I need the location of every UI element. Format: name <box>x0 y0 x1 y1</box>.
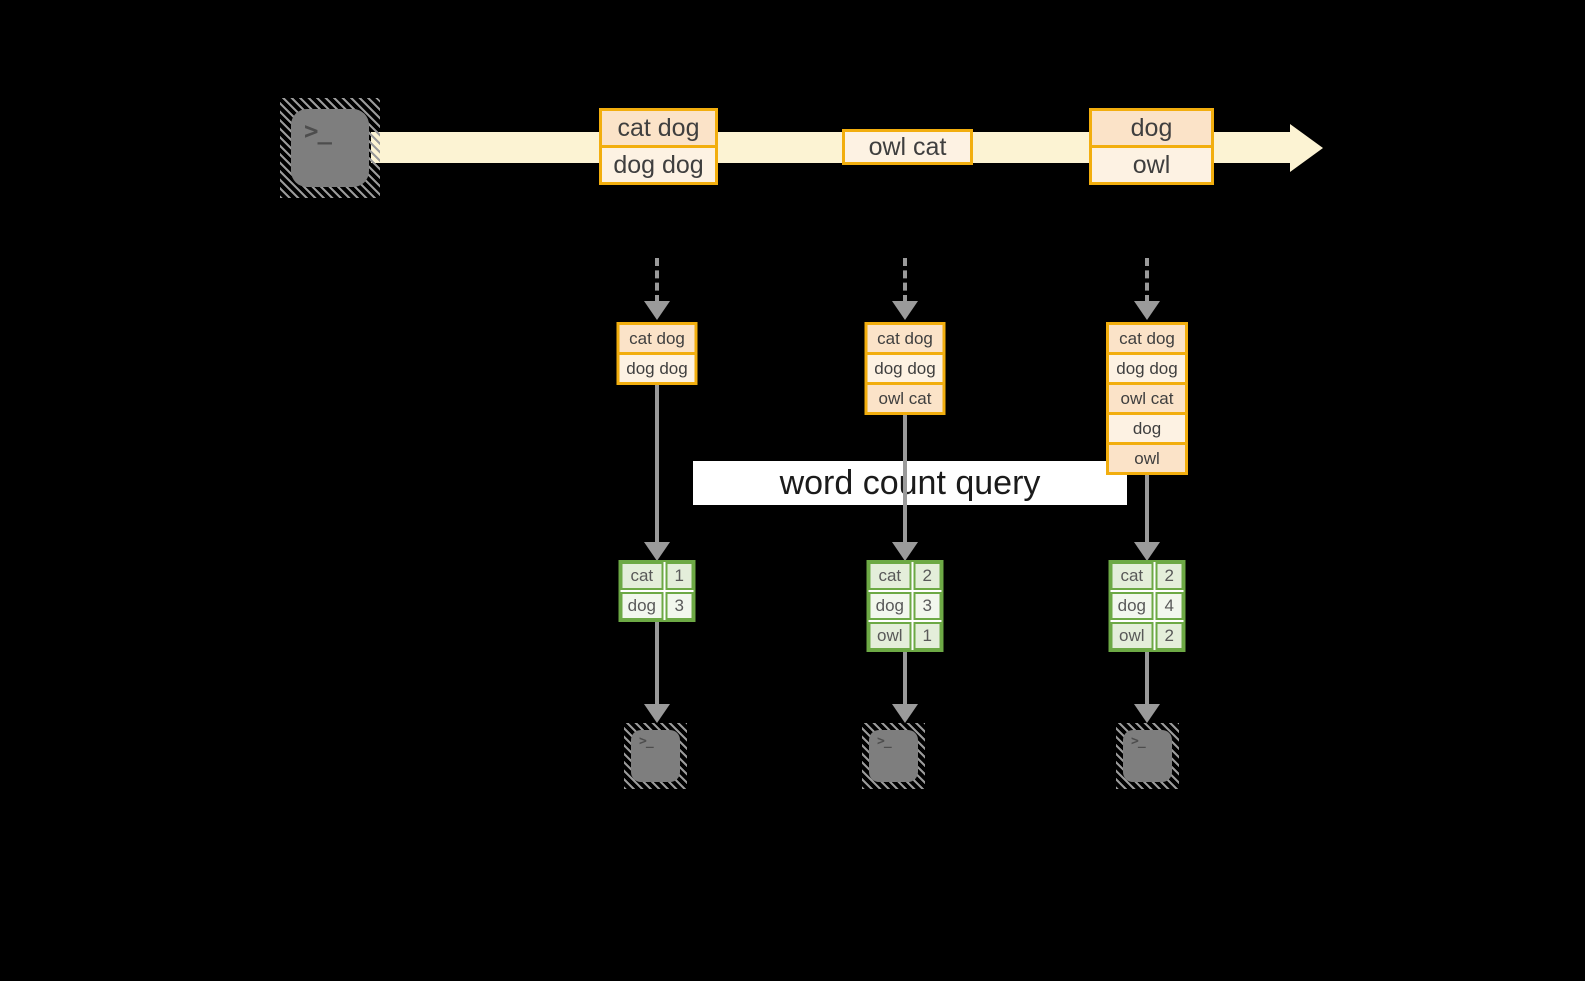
count-word-cell: dog <box>868 592 912 620</box>
dashed-arrowhead-icon <box>892 301 918 320</box>
table-row: dog 3 <box>620 592 694 620</box>
stream-message-box-1: cat dog dog dog <box>599 108 718 185</box>
sink-terminal-icon-2: >_ <box>862 723 925 789</box>
buffer-row: cat dog <box>1109 325 1185 352</box>
dashed-arrow-line <box>903 258 907 303</box>
message-row: owl <box>1092 145 1211 182</box>
table-row: cat 2 <box>868 562 942 590</box>
query-banner: word count query <box>693 461 1127 505</box>
buffer-stack-2: cat dog dog dog owl cat <box>864 322 946 415</box>
query-arrowhead-icon <box>892 542 918 561</box>
table-row: dog 3 <box>868 592 942 620</box>
query-arrow-line <box>903 415 907 544</box>
terminal-prompt-icon: >_ <box>1131 734 1146 749</box>
table-row: owl 1 <box>868 622 942 650</box>
terminal-body: >_ <box>291 109 369 187</box>
table-row: owl 2 <box>1110 622 1184 650</box>
table-row: cat 1 <box>620 562 694 590</box>
message-row: dog <box>1092 111 1211 145</box>
output-arrow-line <box>1145 652 1149 706</box>
buffer-row: owl cat <box>867 382 943 412</box>
output-arrow-line <box>903 652 907 706</box>
buffer-row: dog <box>1109 412 1185 442</box>
output-arrowhead-icon <box>892 704 918 723</box>
output-arrow-line <box>655 622 659 706</box>
count-table-2: cat 2 dog 3 owl 1 <box>866 560 944 652</box>
query-arrowhead-icon <box>644 542 670 561</box>
buffer-row: dog dog <box>619 352 695 382</box>
count-value-cell: 2 <box>1155 622 1184 650</box>
buffer-stack-3: cat dog dog dog owl cat dog owl <box>1106 322 1188 475</box>
count-word-cell: dog <box>620 592 664 620</box>
stream-message-box-2: owl cat <box>842 129 973 165</box>
count-value-cell: 3 <box>913 592 942 620</box>
table-row: dog 4 <box>1110 592 1184 620</box>
count-word-cell: cat <box>868 562 912 590</box>
dashed-arrowhead-icon <box>1134 301 1160 320</box>
terminal-prompt-icon: >_ <box>304 117 332 145</box>
count-word-cell: owl <box>1110 622 1154 650</box>
buffer-stack-1: cat dog dog dog <box>616 322 698 385</box>
buffer-row: owl <box>1109 442 1185 472</box>
buffer-row: dog dog <box>1109 352 1185 382</box>
count-value-cell: 2 <box>1155 562 1184 590</box>
sink-terminal-icon-3: >_ <box>1116 723 1179 789</box>
query-arrowhead-icon <box>1134 542 1160 561</box>
stream-arrowhead-icon <box>1290 124 1323 172</box>
message-row: owl cat <box>845 132 970 162</box>
buffer-row: dog dog <box>867 352 943 382</box>
message-row: cat dog <box>602 111 715 145</box>
buffer-row: cat dog <box>867 325 943 352</box>
count-value-cell: 2 <box>913 562 942 590</box>
count-word-cell: cat <box>620 562 664 590</box>
query-arrow-line <box>655 385 659 544</box>
source-terminal-icon: >_ <box>280 98 380 198</box>
terminal-body: >_ <box>631 730 680 782</box>
stream-message-box-3: dog owl <box>1089 108 1214 185</box>
count-value-cell: 1 <box>665 562 694 590</box>
count-table-1: cat 1 dog 3 <box>618 560 696 622</box>
dashed-arrow-line <box>655 258 659 303</box>
count-word-cell: cat <box>1110 562 1154 590</box>
query-label: word count query <box>779 463 1041 502</box>
count-value-cell: 4 <box>1155 592 1184 620</box>
sink-terminal-icon-1: >_ <box>624 723 687 789</box>
count-word-cell: owl <box>868 622 912 650</box>
count-table-3: cat 2 dog 4 owl 2 <box>1108 560 1186 652</box>
terminal-body: >_ <box>1123 730 1172 782</box>
dashed-arrowhead-icon <box>644 301 670 320</box>
terminal-prompt-icon: >_ <box>639 734 654 749</box>
query-arrow-line <box>1145 475 1149 544</box>
output-arrowhead-icon <box>1134 704 1160 723</box>
count-value-cell: 3 <box>665 592 694 620</box>
dashed-arrow-line <box>1145 258 1149 303</box>
table-row: cat 2 <box>1110 562 1184 590</box>
output-arrowhead-icon <box>644 704 670 723</box>
count-value-cell: 1 <box>913 622 942 650</box>
message-row: dog dog <box>602 145 715 182</box>
count-word-cell: dog <box>1110 592 1154 620</box>
buffer-row: owl cat <box>1109 382 1185 412</box>
buffer-row: cat dog <box>619 325 695 352</box>
terminal-prompt-icon: >_ <box>877 734 892 749</box>
terminal-body: >_ <box>869 730 918 782</box>
